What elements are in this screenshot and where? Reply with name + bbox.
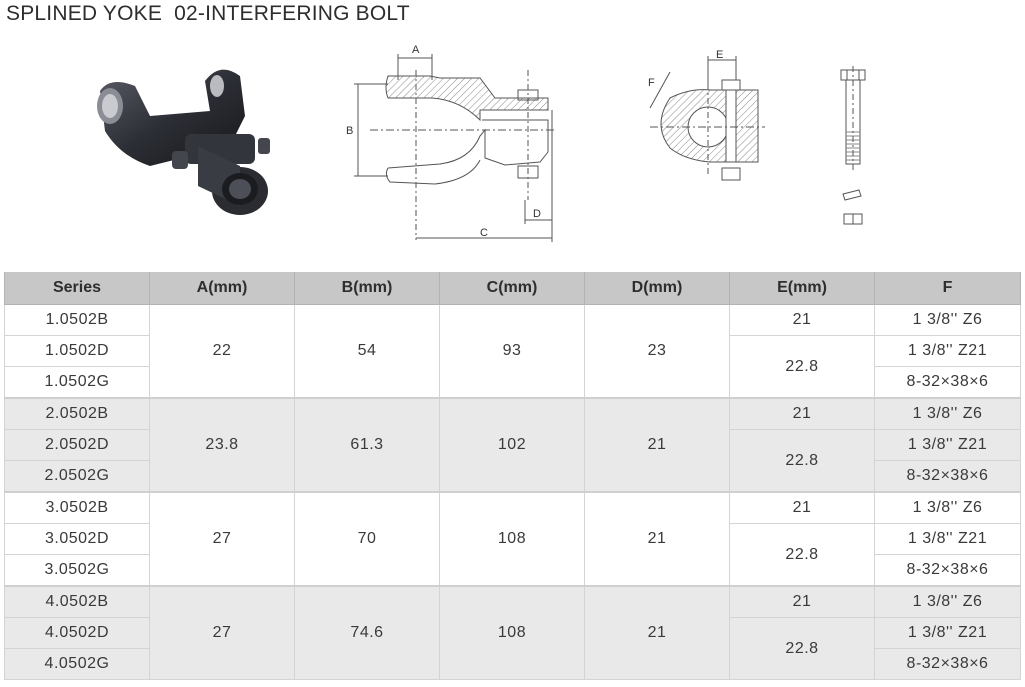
- a-cell: 27: [149, 491, 295, 587]
- c-cell: 108: [439, 491, 585, 587]
- d-cell: 21: [584, 585, 730, 680]
- end-section-drawing: E F: [648, 50, 765, 181]
- series-cell: 4.0502G: [4, 648, 150, 680]
- drawings-area: A B C D E F: [0, 36, 1025, 266]
- e-cell: 21: [729, 491, 875, 524]
- f-cell: 1 3/8'' Z6: [874, 491, 1021, 524]
- f-cell: 8-32×38×6: [874, 648, 1021, 680]
- b-cell: 61.3: [294, 397, 440, 493]
- table-row: 2.0502B 23.8 61.3 102 21 21 1 3/8'' Z6: [4, 397, 1021, 493]
- yoke-photo: [97, 69, 270, 215]
- series-cell: 4.0502B: [4, 585, 150, 618]
- e-cell: 21: [729, 397, 875, 430]
- a-cell: 22: [149, 304, 295, 399]
- b-cell: 54: [294, 304, 440, 399]
- table-header-row: Series A(mm) B(mm) C(mm) D(mm) E(mm) F: [4, 272, 1021, 305]
- c-cell: 108: [439, 585, 585, 680]
- e-cell: 22.8: [729, 335, 875, 399]
- table-row: 2.0502G 8-32×38×6: [4, 460, 1021, 493]
- e-cell: 22.8: [729, 617, 875, 680]
- f-cell: 1 3/8'' Z6: [874, 304, 1021, 336]
- e-cell: 21: [729, 304, 875, 336]
- f-cell: 8-32×38×6: [874, 554, 1021, 587]
- series-cell: 3.0502D: [4, 523, 150, 555]
- e-cell: 21: [729, 585, 875, 618]
- a-cell: 27: [149, 585, 295, 680]
- svg-text:C: C: [480, 227, 488, 239]
- d-cell: 21: [584, 397, 730, 493]
- c-cell: 93: [439, 304, 585, 399]
- page-title: SPLINED YOKE 02-INTERFERING BOLT: [6, 2, 410, 25]
- e-cell: 22.8: [729, 523, 875, 587]
- c-cell: 102: [439, 397, 585, 493]
- bolt-parts-drawing: [840, 66, 866, 225]
- table-row: 4.0502B 27 74.6 108 21 21 1 3/8'' Z6: [4, 585, 1021, 680]
- a-cell: 23.8: [149, 397, 295, 493]
- f-cell: 1 3/8'' Z21: [874, 523, 1021, 555]
- f-cell: 1 3/8'' Z21: [874, 429, 1021, 461]
- header-d: D(mm): [584, 272, 730, 305]
- series-cell: 1.0502G: [4, 366, 150, 399]
- series-cell: 1.0502B: [4, 304, 150, 336]
- header-f: F: [874, 272, 1021, 305]
- table-row: 1.0502D 22.8 1 3/8'' Z21: [4, 335, 1021, 399]
- table-row: 1.0502B 22 54 93 23 21 1 3/8'' Z6: [4, 304, 1021, 399]
- svg-text:D: D: [533, 208, 541, 220]
- f-cell: 1 3/8'' Z6: [874, 585, 1021, 618]
- series-cell: 3.0502G: [4, 554, 150, 587]
- b-cell: 74.6: [294, 585, 440, 680]
- table-row: 4.0502D 22.8 1 3/8'' Z21: [4, 617, 1021, 680]
- table-row: 1.0502G 8-32×38×6: [4, 366, 1021, 399]
- header-c: C(mm): [439, 272, 585, 305]
- series-cell: 2.0502D: [4, 429, 150, 461]
- svg-text:A: A: [412, 44, 420, 56]
- f-cell: 8-32×38×6: [874, 460, 1021, 493]
- series-cell: 1.0502D: [4, 335, 150, 367]
- d-cell: 23: [584, 304, 730, 399]
- svg-text:E: E: [716, 50, 723, 61]
- table-row: 3.0502G 8-32×38×6: [4, 554, 1021, 587]
- spec-table: Series A(mm) B(mm) C(mm) D(mm) E(mm) F 1…: [4, 272, 1021, 680]
- series-cell: 4.0502D: [4, 617, 150, 649]
- f-cell: 1 3/8'' Z21: [874, 617, 1021, 649]
- e-cell: 22.8: [729, 429, 875, 493]
- header-series: Series: [4, 272, 150, 305]
- b-cell: 70: [294, 491, 440, 587]
- d-cell: 21: [584, 491, 730, 587]
- series-cell: 3.0502B: [4, 491, 150, 524]
- f-cell: 8-32×38×6: [874, 366, 1021, 399]
- f-cell: 1 3/8'' Z21: [874, 335, 1021, 367]
- svg-text:B: B: [346, 125, 353, 137]
- series-cell: 2.0502B: [4, 397, 150, 430]
- svg-text:F: F: [648, 77, 655, 89]
- series-cell: 2.0502G: [4, 460, 150, 493]
- f-cell: 1 3/8'' Z6: [874, 397, 1021, 430]
- side-section-drawing: A B C D: [346, 44, 555, 242]
- header-a: A(mm): [149, 272, 295, 305]
- header-b: B(mm): [294, 272, 440, 305]
- header-e: E(mm): [729, 272, 875, 305]
- table-row: 4.0502G 8-32×38×6: [4, 648, 1021, 680]
- table-row: 3.0502B 27 70 108 21 21 1 3/8'' Z6: [4, 491, 1021, 587]
